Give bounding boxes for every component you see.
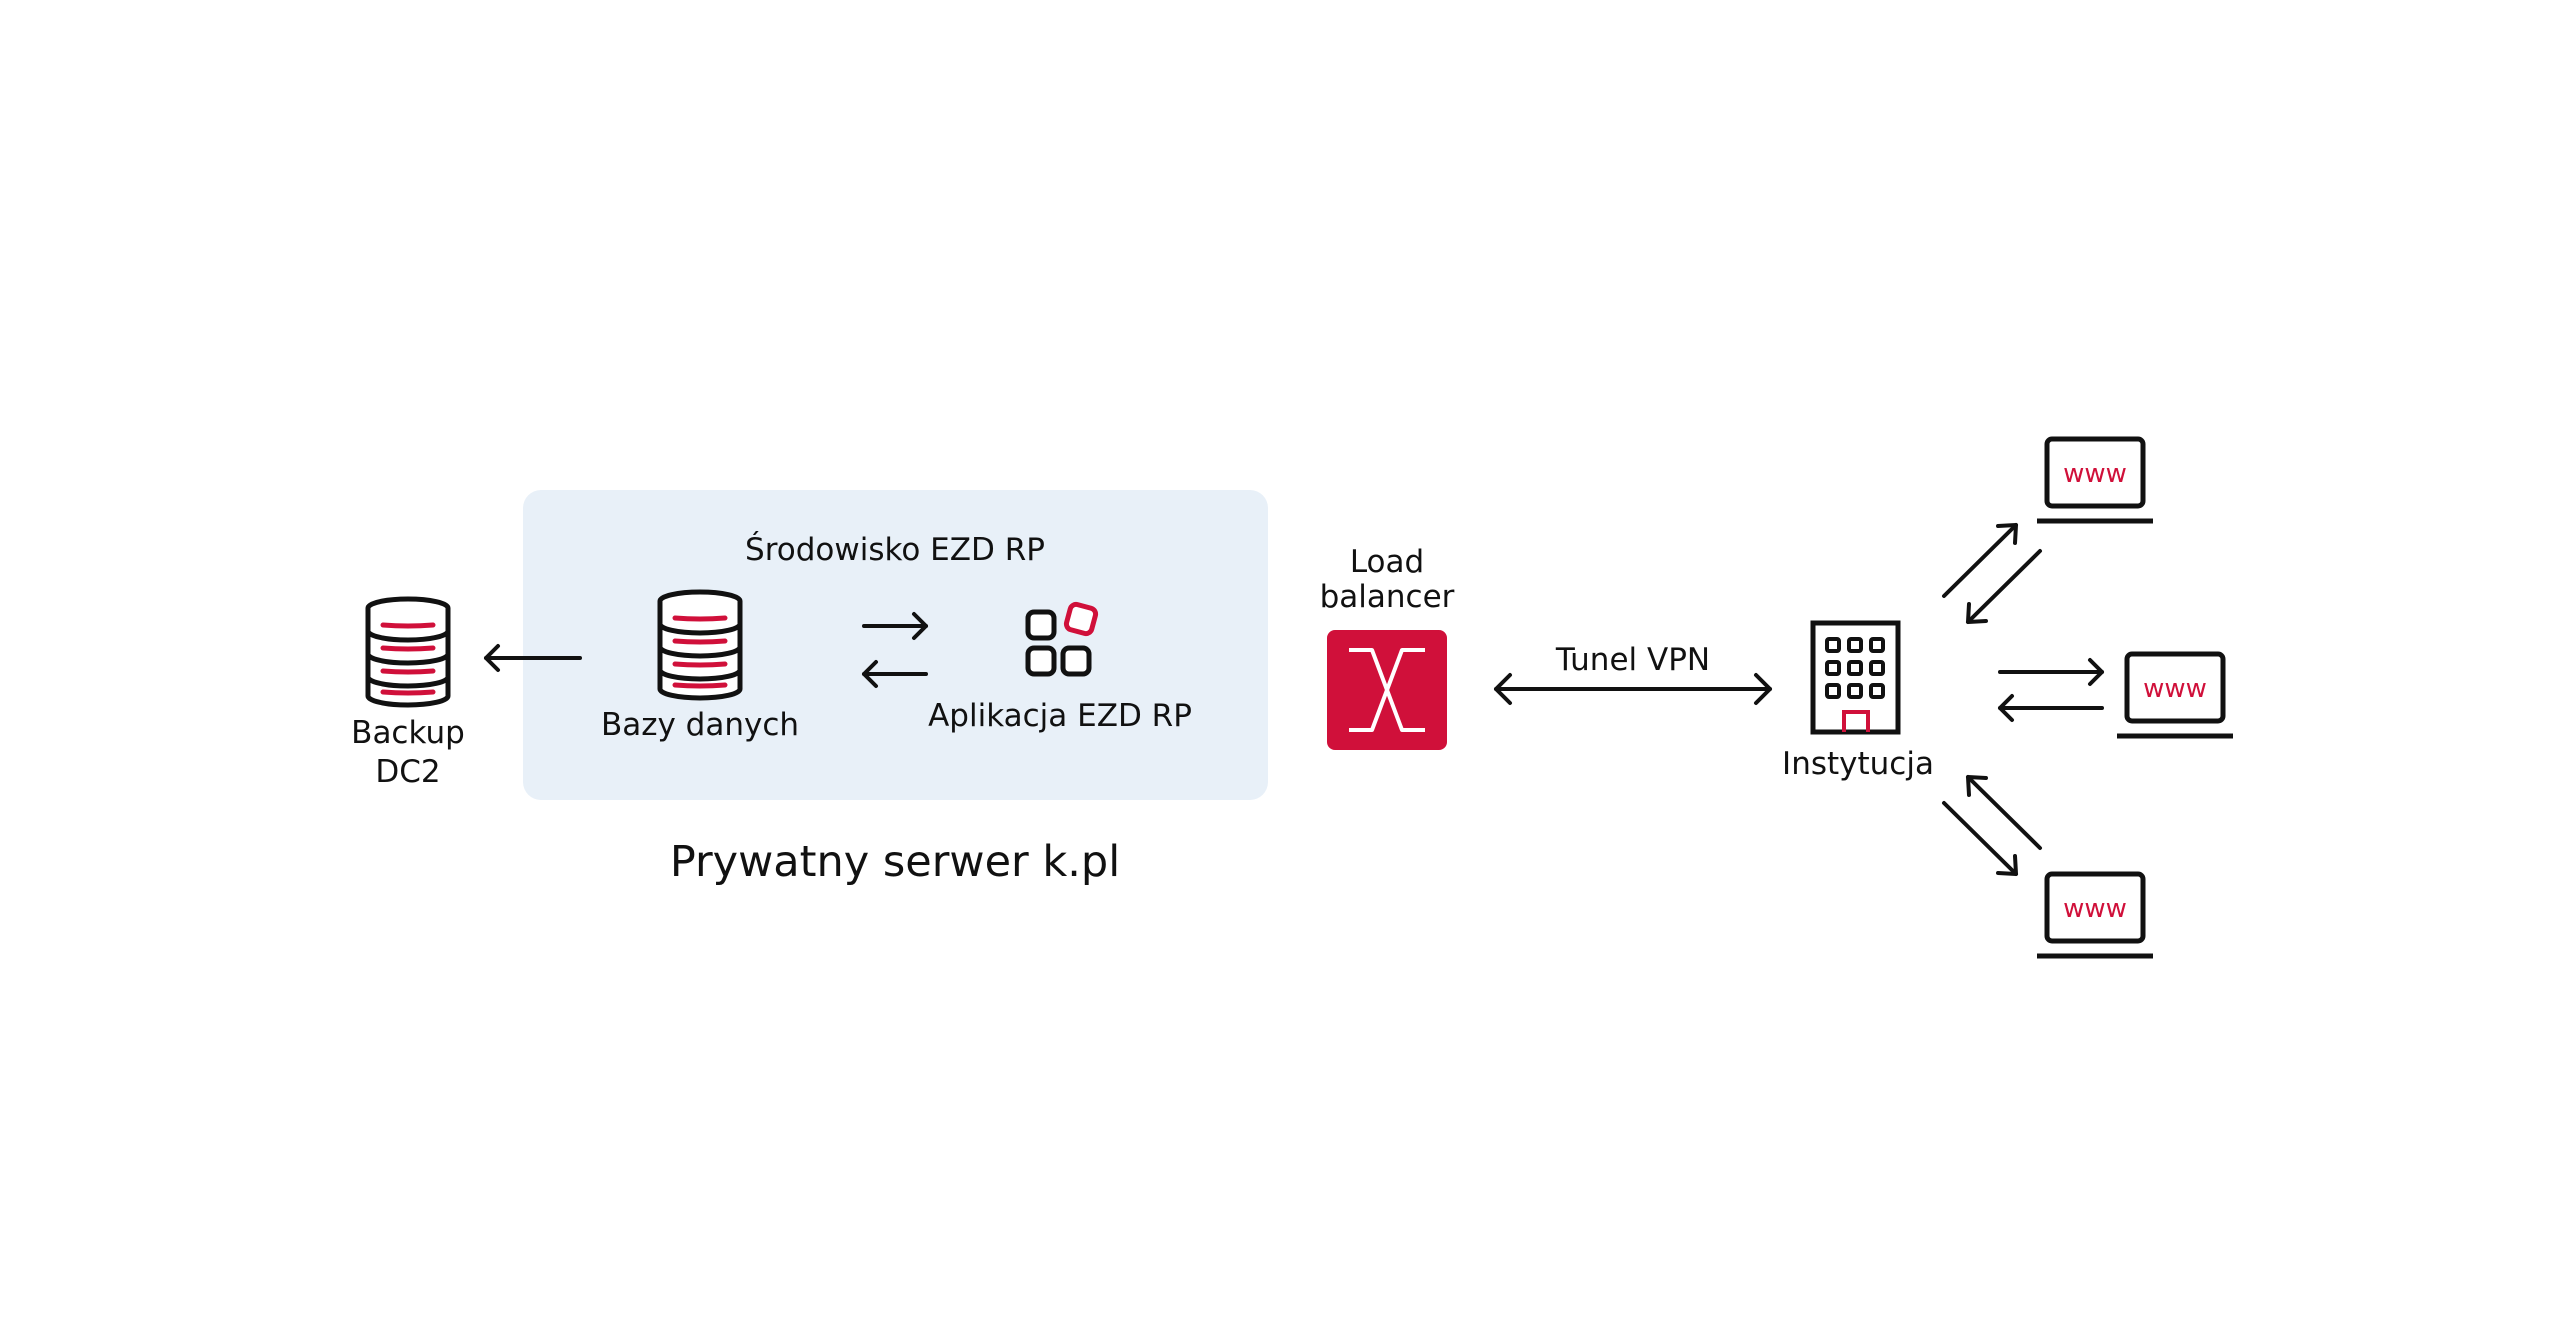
- backup-database-icon: [368, 599, 448, 705]
- server-caption: Prywatny serwer k.pl: [670, 837, 1120, 887]
- vpn-arrow: [1494, 673, 1772, 705]
- client-laptop-middle: www: [2117, 654, 2233, 736]
- institution-label: Instytucja: [1782, 746, 1934, 782]
- database-label: Bazy danych: [601, 707, 799, 743]
- db-app-arrows: [862, 612, 928, 688]
- backup-label-line1: Backup: [351, 715, 465, 751]
- load-balancer-label-line1: Load: [1350, 544, 1424, 580]
- database-icon: [660, 592, 740, 698]
- apps-grid-icon: [1025, 601, 1099, 677]
- client-www-label: www: [2063, 894, 2127, 924]
- client-arrows-middle: [1998, 658, 2104, 722]
- load-balancer-label-line2: balancer: [1320, 579, 1455, 615]
- load-balancer-icon: [1327, 630, 1447, 750]
- app-label: Aplikacja EZD RP: [928, 698, 1192, 734]
- vpn-label: Tunel VPN: [1555, 642, 1710, 678]
- backup-label-line2: DC2: [375, 754, 440, 790]
- client-arrows-bottom: [1942, 775, 2042, 876]
- building-icon: [1810, 620, 1901, 735]
- client-arrows-top: [1942, 523, 2042, 624]
- environment-panel: [523, 490, 1268, 800]
- environment-title: Środowisko EZD RP: [745, 531, 1045, 568]
- backup-arrow: [484, 644, 582, 672]
- client-www-label: www: [2143, 674, 2207, 704]
- client-laptop-bottom: www: [2037, 874, 2153, 956]
- client-laptop-top: www: [2037, 439, 2153, 521]
- client-www-label: www: [2063, 459, 2127, 489]
